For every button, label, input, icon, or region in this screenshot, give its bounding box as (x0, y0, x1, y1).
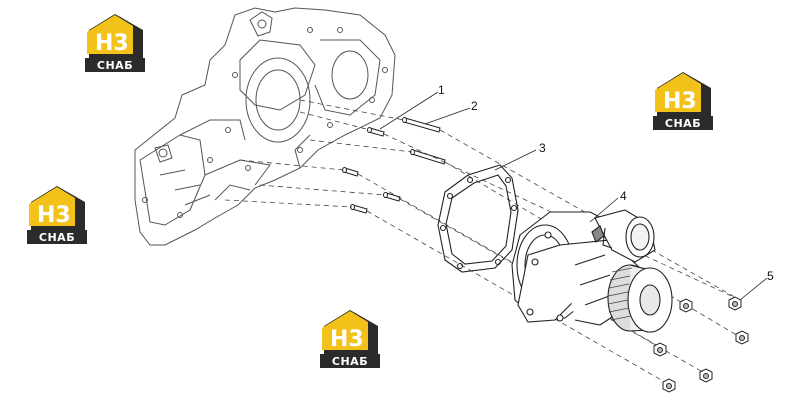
gasket-part-3 (437, 164, 519, 273)
watermark-logo-top-right: H3 СНАБ (653, 72, 713, 130)
callout-label-2: 2 (471, 99, 478, 113)
engine-housing (134, 7, 396, 246)
nut (653, 342, 667, 357)
nuts-part-5 (653, 296, 749, 393)
alignment-lines (224, 99, 746, 386)
callout-label-5: 5 (767, 269, 774, 283)
stud-short-a (342, 167, 359, 177)
nut (662, 378, 676, 393)
stud-short-c (350, 204, 368, 214)
studs (342, 117, 446, 214)
water-pump-part-4 (511, 209, 673, 333)
svg-text:СНАБ: СНАБ (332, 355, 368, 368)
nut (699, 368, 713, 383)
nut (728, 296, 742, 311)
watermark-logo-top-left: H3 СНАБ (85, 14, 145, 72)
nut (679, 298, 693, 313)
stud-part-1 (367, 127, 385, 137)
callout-label-4: 4 (620, 189, 627, 203)
svg-text:H3: H3 (37, 203, 71, 228)
watermark-logo-mid-left: H3 СНАБ (27, 186, 87, 244)
svg-text:СНАБ: СНАБ (665, 117, 701, 130)
callout-label-3: 3 (539, 141, 546, 155)
callout-label-1: 1 (438, 83, 445, 97)
svg-text:СНАБ: СНАБ (97, 59, 133, 72)
stud-part-2 (402, 117, 441, 133)
callouts (379, 91, 768, 301)
svg-text:H3: H3 (95, 31, 129, 56)
nut (735, 330, 749, 345)
stud-short-b (383, 192, 401, 202)
stud-long-mid (410, 149, 446, 165)
watermark-logo-bottom-center: H3 СНАБ (320, 310, 380, 368)
svg-text:СНАБ: СНАБ (39, 231, 75, 244)
svg-text:H3: H3 (663, 89, 697, 114)
svg-text:H3: H3 (330, 327, 364, 352)
